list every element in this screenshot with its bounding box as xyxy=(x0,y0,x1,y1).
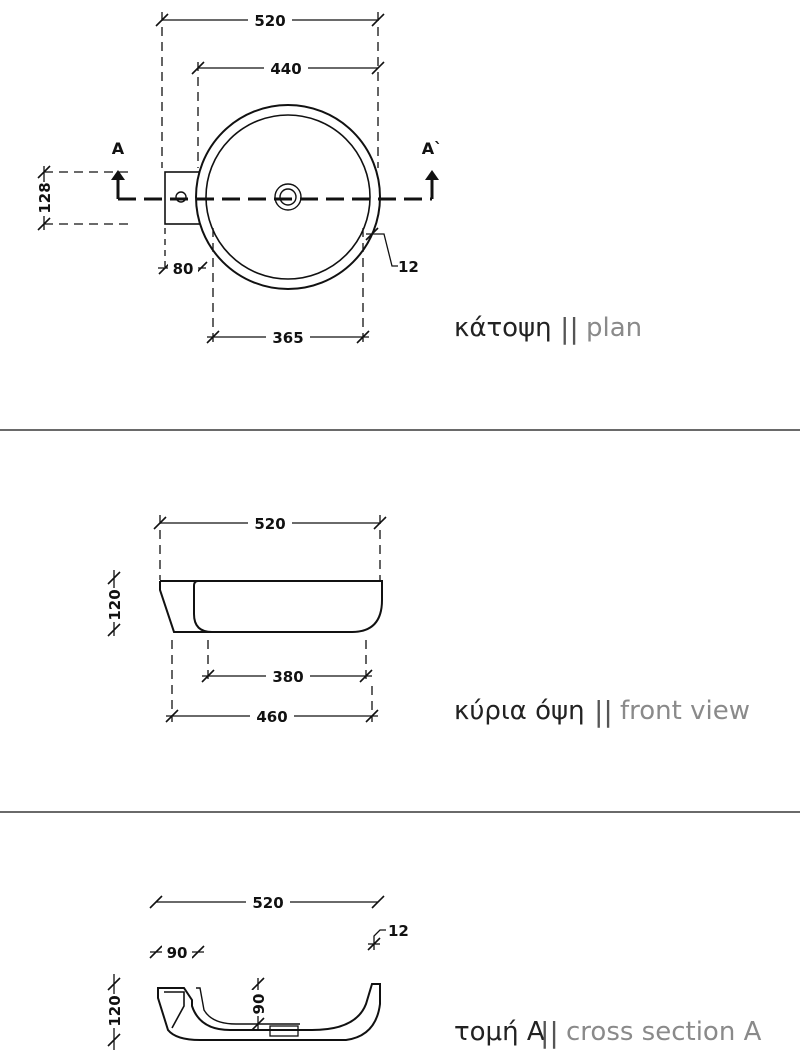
plan-drain-outer xyxy=(274,183,302,211)
plan-dim-128-label: 128 xyxy=(36,182,54,213)
front-caption-english: front view xyxy=(620,696,750,726)
plan-basin-outer xyxy=(195,104,381,290)
plan-dim-520-label: 520 xyxy=(254,12,285,30)
section-caption-english: cross section A xyxy=(566,1017,762,1047)
plan-section-line: A A` xyxy=(111,139,442,201)
front-deck-profile xyxy=(159,581,212,633)
plan-dim-80-label: 80 xyxy=(173,260,194,278)
plan-dim-128: 128 xyxy=(34,165,128,231)
section-basin-profile xyxy=(157,983,381,1041)
section-mark-a: A xyxy=(112,139,125,158)
section-dim-120-label: 120 xyxy=(106,995,124,1026)
plan-dim-12: 12 xyxy=(365,227,419,276)
front-basin-body xyxy=(160,580,383,633)
plan-dim-520: 520 xyxy=(155,12,385,30)
section-dim-12-label: 12 xyxy=(388,922,409,940)
section-caption-greek: τομή A xyxy=(454,1017,545,1047)
front-dim-460: 460 xyxy=(165,708,379,726)
plan-dim-365-label: 365 xyxy=(272,329,303,347)
plan-tap-hole xyxy=(175,191,187,203)
front-dim-380-label: 380 xyxy=(272,668,303,686)
section-dim-520: 520 xyxy=(149,894,385,912)
plan-basin-inner xyxy=(205,114,371,280)
section-deck-profile xyxy=(164,991,185,1029)
section-drain xyxy=(269,1025,299,1037)
front-dim-520-label: 520 xyxy=(254,515,285,533)
section-mark-a-prime: A` xyxy=(422,139,442,158)
section-dim-120: 120 xyxy=(104,974,124,1050)
plan-dim-80: 80 xyxy=(158,228,208,278)
section-dim-depth-label: 90 xyxy=(250,994,268,1015)
section-dim-depth: 90 xyxy=(248,977,268,1031)
plan-drain-inner xyxy=(279,188,297,206)
plan-caption-greek: κάτοψη xyxy=(454,313,552,343)
front-dim-380: 380 xyxy=(201,668,373,686)
front-view: 520 120 380 460 xyxy=(104,515,750,728)
front-dim-460-label: 460 xyxy=(256,708,287,726)
plan-caption-separator: || xyxy=(560,312,579,345)
plan-dim-440: 440 xyxy=(191,60,385,78)
section-caption-separator: || xyxy=(540,1016,559,1049)
plan-dim-12-label: 12 xyxy=(398,258,419,276)
front-caption-separator: || xyxy=(594,695,613,728)
front-dim-520: 520 xyxy=(153,515,387,533)
front-caption-greek: κύρια όψη xyxy=(454,696,585,726)
plan-caption: κάτοψη || plan xyxy=(454,312,642,345)
front-caption: κύρια όψη || front view xyxy=(454,695,750,728)
section-dim-90: 90 xyxy=(149,944,205,962)
front-dim-120-label: 120 xyxy=(106,589,124,620)
section-dim-90-label: 90 xyxy=(167,944,188,962)
section-dim-520-label: 520 xyxy=(252,894,283,912)
section-caption: τομή A || cross section A xyxy=(454,1016,762,1049)
section-dim-12: 12 xyxy=(367,922,409,951)
plan-caption-english: plan xyxy=(586,313,642,343)
plan-view: 520 440 A A` xyxy=(34,12,642,347)
plan-dim-440-label: 440 xyxy=(270,60,301,78)
section-inner-profile xyxy=(196,987,300,1025)
section-view: 520 90 12 120 xyxy=(104,894,762,1050)
front-dim-120: 120 xyxy=(104,570,124,637)
plan-dim-365: 365 xyxy=(206,228,370,347)
